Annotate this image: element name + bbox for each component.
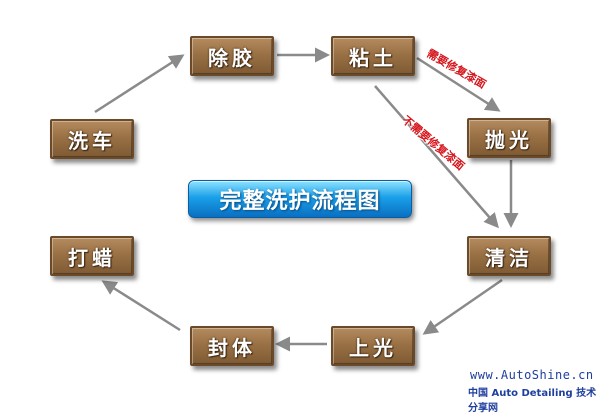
arrow-clay-to-polish (416, 56, 501, 112)
step-wash: 洗车 (50, 119, 134, 159)
diagram-title: 完整洗护流程图 (219, 189, 381, 214)
step-glaze: 上光 (331, 326, 415, 366)
arrow-wash-to-remove-glue (94, 54, 185, 114)
arrow-seal-to-wax (101, 280, 181, 332)
step-polish-label: 抛光 (485, 127, 533, 152)
watermark-caption: 中国 Auto Detailing 技术分享网 (468, 388, 597, 414)
step-polish: 抛光 (467, 118, 551, 158)
step-remove-glue: 除胶 (190, 36, 274, 76)
step-remove-glue-label: 除胶 (208, 45, 256, 70)
step-wash-label: 洗车 (68, 128, 116, 153)
step-wax-label: 打蜡 (68, 245, 116, 270)
step-clay: 粘土 (331, 36, 415, 76)
watermark-url: www.AutoShine.cn (470, 368, 594, 382)
step-seal-label: 封体 (208, 335, 256, 360)
step-wax: 打蜡 (50, 236, 134, 276)
step-clean: 清洁 (467, 236, 551, 276)
diagram-title-banner: 完整洗护流程图 (188, 180, 412, 218)
step-seal: 封体 (190, 326, 274, 366)
step-clay-label: 粘土 (349, 45, 397, 70)
step-clean-label: 清洁 (485, 245, 533, 270)
arrow-clean-to-glaze (422, 278, 503, 335)
step-glaze-label: 上光 (349, 335, 397, 360)
arrow-clay-to-clean (374, 85, 499, 229)
flow-arrows (94, 47, 519, 352)
